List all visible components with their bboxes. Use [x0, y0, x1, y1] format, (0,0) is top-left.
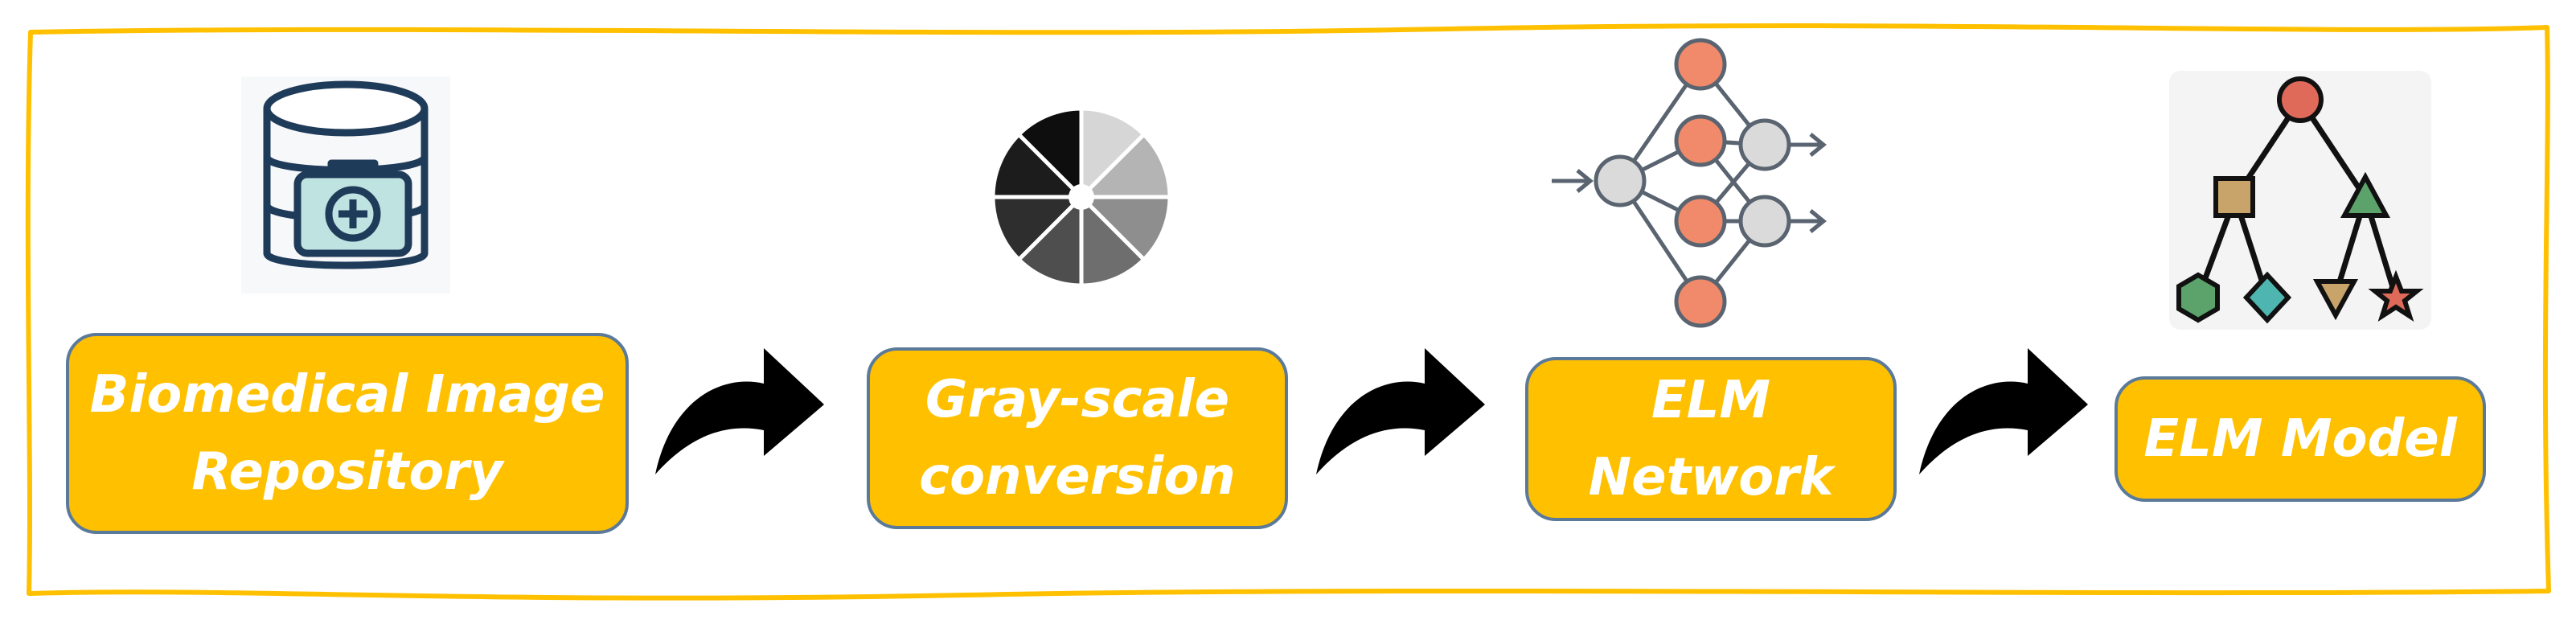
stage-label-line2: conversion	[919, 447, 1236, 507]
stage-label-box: ELM Network	[1525, 357, 1897, 521]
decision-tree-icon	[2169, 71, 2431, 330]
curved-arrow-icon	[1919, 348, 2088, 474]
stage-label-line2: Network	[1588, 448, 1834, 507]
curved-arrow-icon	[655, 348, 824, 474]
neural-network-icon	[1552, 38, 1827, 328]
stage-label-box: Biomedical Image Repository	[66, 333, 629, 534]
stage-label-line1: Biomedical Image	[89, 365, 605, 425]
grayscale-wheel-icon	[991, 106, 1172, 288]
stage-label-line1: ELM	[1651, 371, 1771, 430]
stage-label-line1: Gray-scale	[925, 370, 1230, 429]
database-medical-kit-icon	[241, 76, 450, 294]
stage-label-line1: ELM Model	[2143, 409, 2457, 469]
stage-label-line2: Repository	[191, 442, 503, 502]
curved-arrow-icon	[1316, 348, 1485, 474]
stage-label-box: ELM Model	[2115, 376, 2486, 502]
stage-label-box: Gray-scale conversion	[867, 347, 1288, 529]
